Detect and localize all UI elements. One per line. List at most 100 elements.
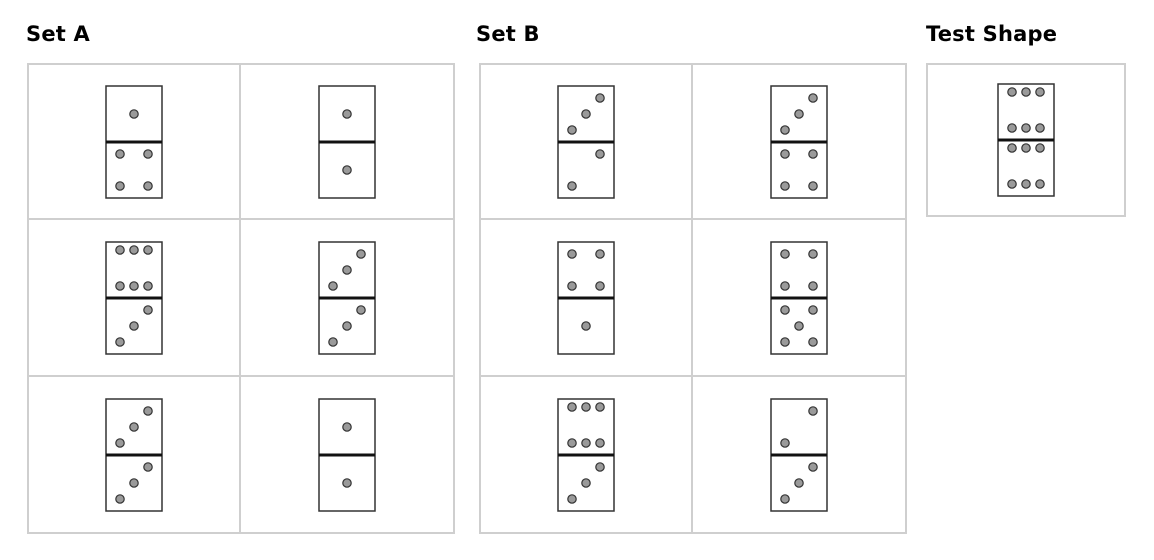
pip-bottom bbox=[808, 304, 818, 315]
pip-top bbox=[1035, 123, 1045, 133]
pip-bottom bbox=[780, 304, 790, 315]
set-a-cell bbox=[241, 65, 453, 220]
pip-top bbox=[595, 401, 605, 412]
domino-icon bbox=[557, 240, 615, 355]
pip-bottom bbox=[780, 493, 790, 504]
pip-top bbox=[780, 280, 790, 291]
pip-top bbox=[595, 92, 605, 103]
domino-icon bbox=[105, 397, 163, 512]
pip-top bbox=[1007, 87, 1017, 97]
pip-top bbox=[595, 437, 605, 448]
domino bbox=[557, 240, 615, 355]
pip-top bbox=[595, 280, 605, 291]
pip-top bbox=[1021, 123, 1031, 133]
pip-top bbox=[567, 437, 577, 448]
pip-top bbox=[780, 437, 790, 448]
pip-bottom bbox=[794, 320, 804, 331]
set-b-grid bbox=[479, 63, 907, 534]
pip-bottom bbox=[567, 180, 577, 191]
test-domino bbox=[997, 83, 1055, 197]
pip-top bbox=[115, 437, 125, 448]
pip-bottom bbox=[1007, 179, 1017, 189]
pip-top bbox=[143, 405, 153, 416]
pip-top bbox=[595, 248, 605, 259]
pip-bottom bbox=[780, 180, 790, 191]
pip-top bbox=[567, 248, 577, 259]
pip-bottom bbox=[342, 320, 352, 331]
pip-top bbox=[581, 401, 591, 412]
pip-bottom bbox=[808, 461, 818, 472]
pip-bottom bbox=[342, 164, 352, 175]
set-a-cell bbox=[29, 377, 241, 532]
pip-bottom bbox=[595, 461, 605, 472]
pip-top bbox=[342, 421, 352, 432]
test-shape-box bbox=[926, 63, 1126, 217]
pip-bottom bbox=[115, 336, 125, 347]
pip-bottom bbox=[143, 461, 153, 472]
set-a-cell bbox=[29, 220, 241, 377]
domino bbox=[318, 240, 376, 355]
pip-top bbox=[129, 421, 139, 432]
domino-icon bbox=[770, 397, 828, 512]
pip-bottom bbox=[143, 304, 153, 315]
domino-icon bbox=[997, 83, 1055, 197]
pip-top bbox=[342, 264, 352, 275]
set-b-cell bbox=[481, 65, 693, 220]
pip-top bbox=[567, 401, 577, 412]
pip-bottom bbox=[115, 148, 125, 159]
domino bbox=[770, 240, 828, 355]
domino-icon bbox=[105, 240, 163, 355]
pip-bottom bbox=[780, 336, 790, 347]
pip-top bbox=[143, 280, 153, 291]
domino-icon bbox=[318, 240, 376, 355]
pip-top bbox=[567, 124, 577, 135]
pip-top bbox=[1035, 87, 1045, 97]
pip-bottom bbox=[581, 477, 591, 488]
pip-top bbox=[567, 280, 577, 291]
pip-top bbox=[342, 108, 352, 119]
domino-icon bbox=[318, 84, 376, 199]
set-b-title: Set B bbox=[476, 22, 540, 46]
pip-top bbox=[143, 244, 153, 255]
domino bbox=[105, 84, 163, 199]
pip-top bbox=[115, 244, 125, 255]
pip-bottom bbox=[1035, 143, 1045, 153]
pip-bottom bbox=[115, 180, 125, 191]
pip-top bbox=[808, 405, 818, 416]
pip-bottom bbox=[581, 320, 591, 331]
pip-bottom bbox=[1021, 143, 1031, 153]
pip-bottom bbox=[328, 336, 338, 347]
pip-bottom bbox=[143, 180, 153, 191]
set-a-title: Set A bbox=[26, 22, 90, 46]
set-a-grid bbox=[27, 63, 455, 534]
set-b-cell bbox=[481, 220, 693, 377]
pip-bottom bbox=[129, 477, 139, 488]
pip-bottom bbox=[1007, 143, 1017, 153]
set-a-cell bbox=[29, 65, 241, 220]
pip-top bbox=[780, 248, 790, 259]
domino bbox=[557, 397, 615, 512]
domino-icon bbox=[557, 397, 615, 512]
domino-icon bbox=[557, 84, 615, 199]
domino bbox=[318, 397, 376, 512]
pip-bottom bbox=[1035, 179, 1045, 189]
pip-top bbox=[581, 437, 591, 448]
domino-icon bbox=[318, 397, 376, 512]
pip-bottom bbox=[595, 148, 605, 159]
pip-top bbox=[581, 108, 591, 119]
pip-top bbox=[808, 92, 818, 103]
pip-bottom bbox=[808, 180, 818, 191]
pip-bottom bbox=[342, 477, 352, 488]
domino bbox=[318, 84, 376, 199]
domino bbox=[770, 84, 828, 199]
pip-bottom bbox=[143, 148, 153, 159]
pip-bottom bbox=[1021, 179, 1031, 189]
pip-top bbox=[129, 244, 139, 255]
domino bbox=[105, 240, 163, 355]
domino-icon bbox=[770, 84, 828, 199]
set-a-cell bbox=[241, 377, 453, 532]
domino-icon bbox=[105, 84, 163, 199]
pip-bottom bbox=[115, 493, 125, 504]
set-b-cell bbox=[693, 377, 905, 532]
pip-bottom bbox=[780, 148, 790, 159]
